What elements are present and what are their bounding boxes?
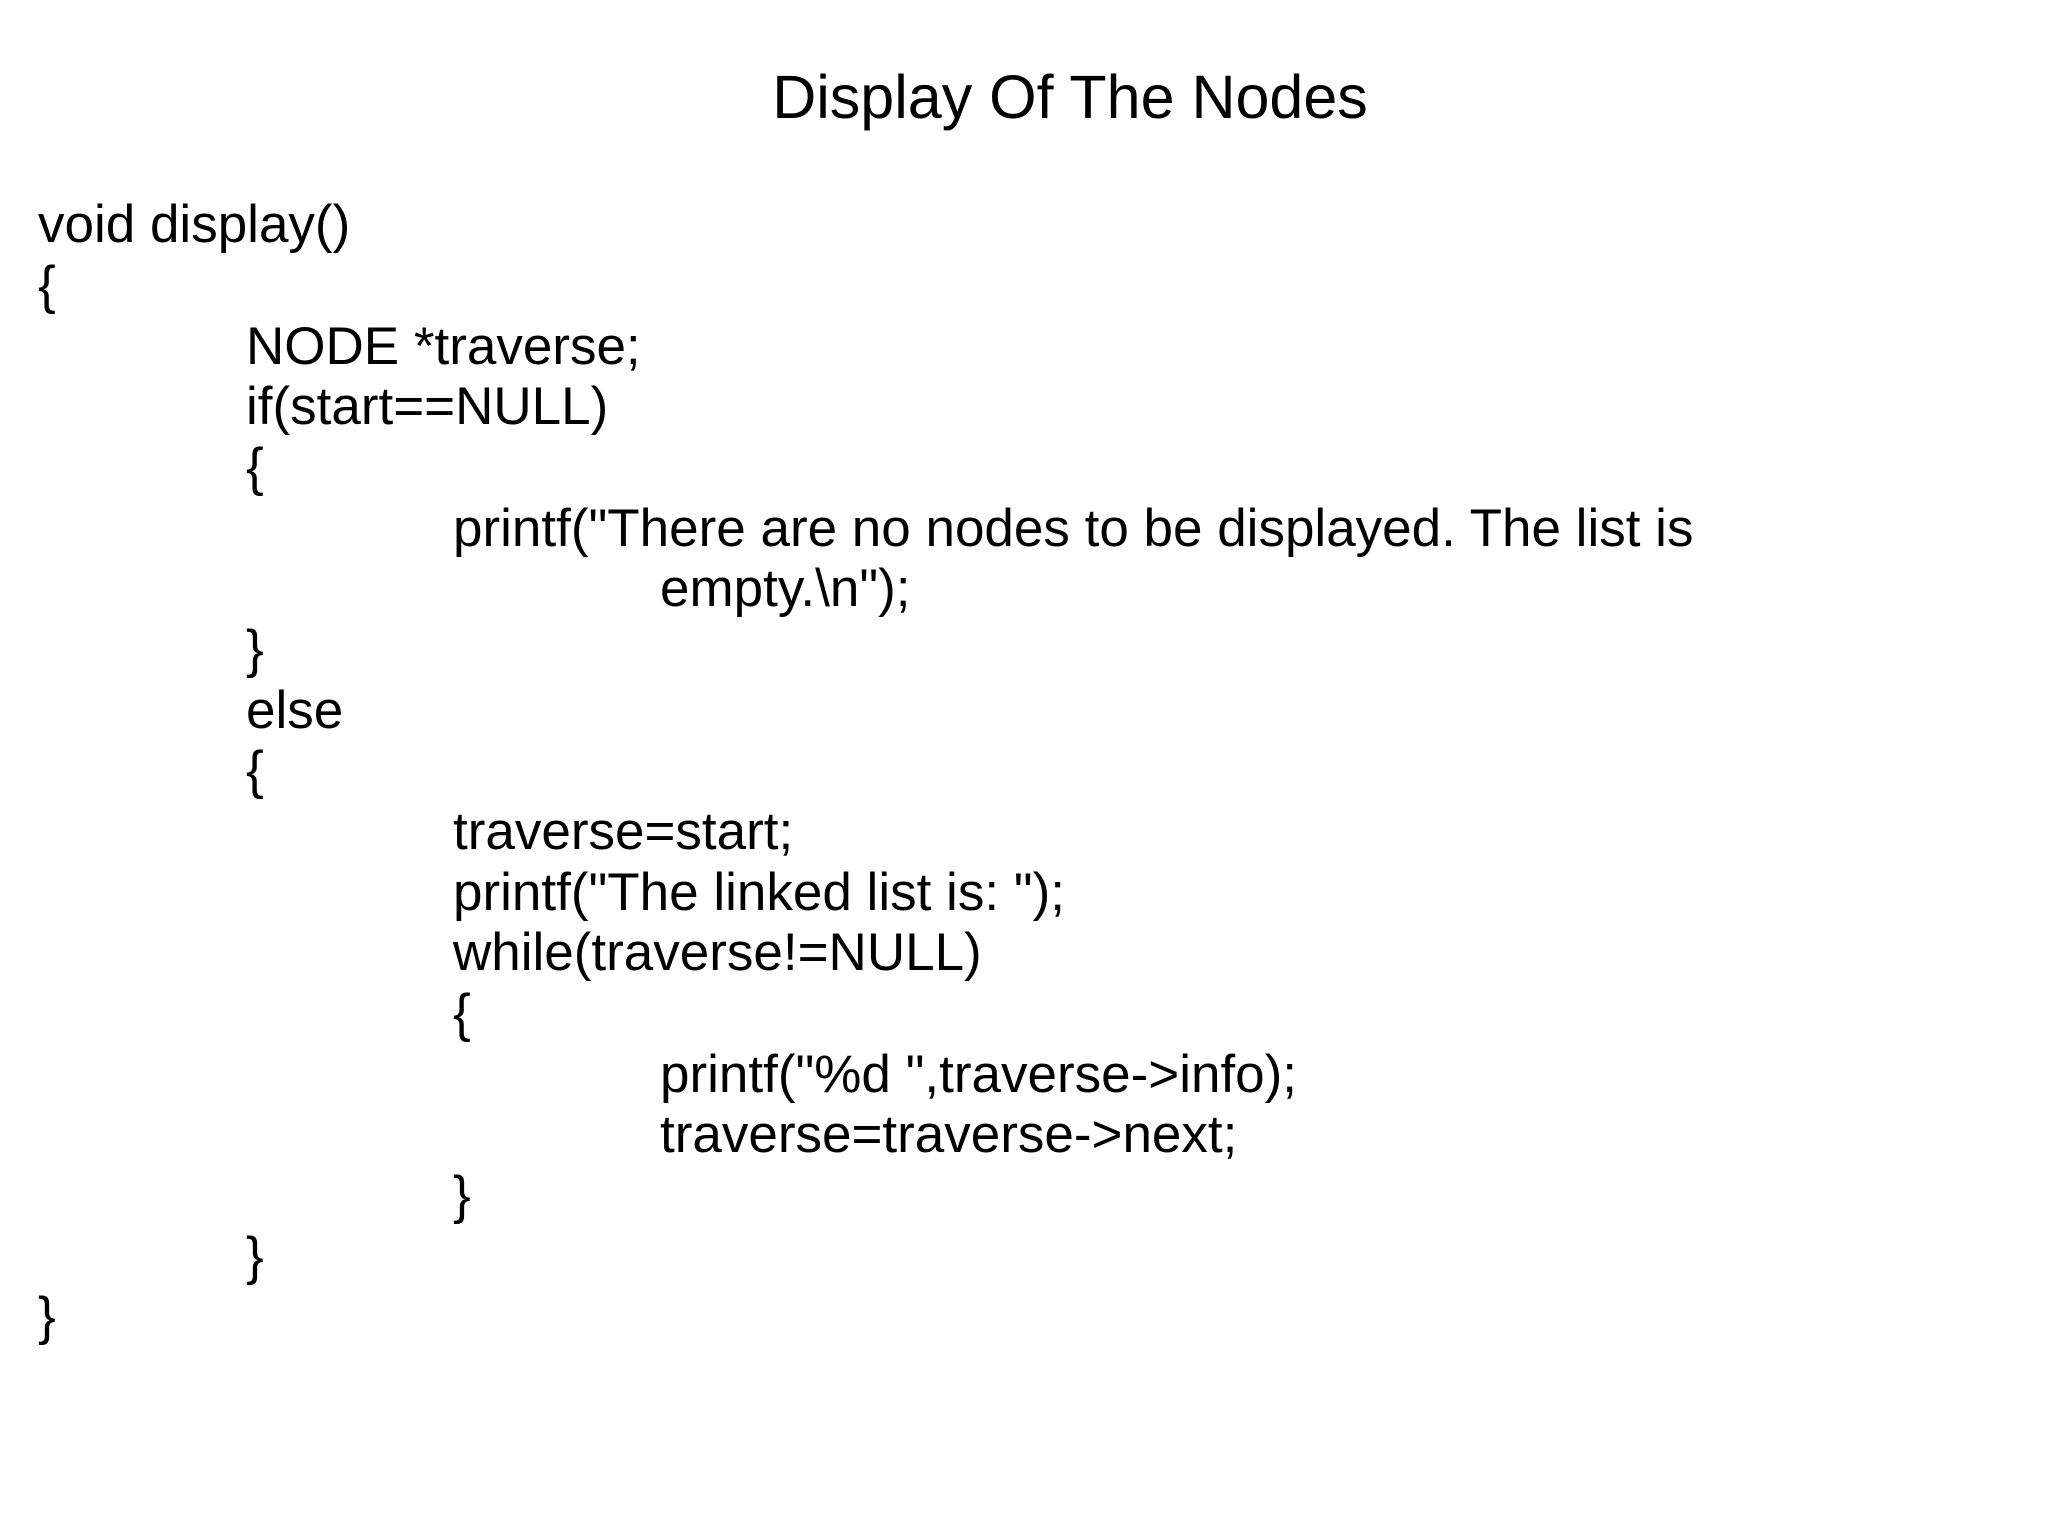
code-line-while: while(traverse!=NULL) [453, 923, 982, 982]
code-line-else-close-brace: } [246, 1227, 264, 1286]
code-line-printf-info: printf("%d ",traverse->info); [660, 1045, 1298, 1104]
code-line-else-open-brace: { [246, 741, 264, 800]
code-line-open-brace: { [38, 256, 56, 315]
code-line-printf-header: printf("The linked list is: "); [453, 863, 1065, 922]
code-line-if: if(start==NULL) [246, 377, 609, 436]
code-line-declaration: NODE *traverse; [246, 317, 641, 376]
code-line-while-open-brace: { [453, 984, 471, 1043]
code-line-while-close-brace: } [453, 1166, 471, 1225]
slide-title: Display Of The Nodes [772, 63, 1368, 131]
code-line-else: else [246, 681, 344, 740]
code-line-assign-traverse: traverse=start; [453, 802, 794, 861]
code-line-function-signature: void display() [38, 195, 351, 254]
code-line-printf-empty-continued: empty.\n"); [660, 559, 911, 618]
code-line-if-open-brace: { [246, 438, 264, 497]
code-line-advance-traverse: traverse=traverse->next; [660, 1105, 1238, 1164]
code-line-printf-empty: printf("There are no nodes to be display… [453, 499, 1694, 558]
code-line-close-brace: } [38, 1287, 56, 1346]
code-line-if-close-brace: } [246, 620, 264, 679]
